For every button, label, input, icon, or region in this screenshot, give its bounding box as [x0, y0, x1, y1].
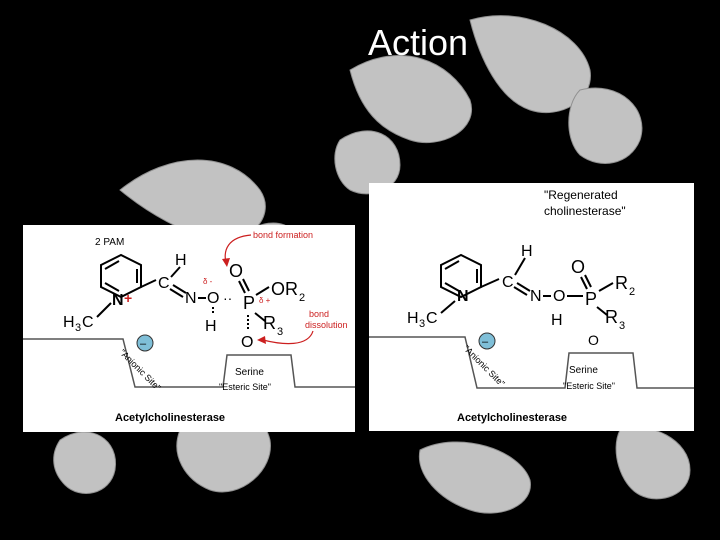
pyridine-ring	[100, 253, 142, 299]
methyl-h: H	[63, 314, 75, 331]
imine-carbon: C	[502, 274, 514, 291]
enzyme-surface	[23, 338, 355, 388]
serine-oxygen: O	[241, 334, 253, 351]
r-group: R	[263, 313, 276, 333]
or-group: OR	[271, 279, 298, 299]
esteric-site-label: "Esteric Site"	[219, 382, 271, 392]
phosphoryl-oxygen: O	[229, 261, 243, 281]
r3-group: R	[605, 307, 618, 327]
phosphorus: P	[243, 293, 255, 313]
imine-carbon: C	[158, 275, 170, 292]
mechanism-panel-right: "Regenerated cholinesterase" N H 3 C C H…	[369, 183, 694, 431]
regenerated-label-1: "Regenerated	[544, 188, 618, 202]
methyl-c: C	[426, 310, 438, 327]
esteric-site-label: "Esteric Site"	[563, 381, 615, 391]
svg-text:–: –	[482, 336, 489, 348]
methyl-subscript: 3	[75, 322, 81, 334]
oxime-oxygen: O	[207, 290, 219, 307]
regenerated-label-2: cholinesterase"	[544, 204, 626, 218]
imine-hydrogen: H	[521, 243, 533, 260]
bond-dissolution-label-1: bond	[309, 309, 329, 319]
anionic-site-label: "Anionic Site"	[118, 347, 163, 392]
oxime-oxygen: O	[553, 288, 565, 305]
phosphoryl-oxygen: O	[571, 257, 585, 277]
enzyme-label: Acetylcholinesterase	[115, 412, 225, 424]
bond-formation-label: bond formation	[253, 230, 313, 240]
r3-subscript: 3	[619, 320, 625, 332]
methyl-subscript: 3	[419, 318, 425, 330]
slide-title: Action	[368, 22, 469, 63]
anionic-site-label: "Anionic Site"	[462, 343, 507, 388]
delta-minus-label: δ -	[203, 277, 213, 286]
oxime-nitrogen: N	[185, 290, 197, 307]
methyl-c: C	[82, 314, 94, 331]
imine-hydrogen: H	[175, 252, 187, 269]
anionic-site-circle	[478, 332, 496, 350]
nitrogen-positive-charge: +	[124, 290, 132, 306]
drug-label: 2 PAM	[95, 237, 124, 248]
mechanism-diagram-right: "Regenerated cholinesterase" N H 3 C C H…	[369, 188, 694, 424]
mechanism-diagram-left: 2 PAM bond formation N + H 3 C C H	[23, 230, 355, 424]
bond-dissolution-arrow	[262, 330, 314, 345]
ring-nitrogen: N	[457, 288, 469, 305]
enzyme-surface	[369, 336, 694, 389]
svg-text:–: –	[140, 338, 147, 350]
or-subscript: 2	[299, 292, 305, 304]
delta-plus-label: δ +	[259, 296, 271, 305]
r2-subscript: 2	[629, 286, 635, 298]
oxime-nitrogen: N	[530, 288, 542, 305]
svg-text:··: ··	[223, 290, 232, 306]
bond-dissolution-label-2: dissolution	[305, 320, 348, 330]
anionic-site-circle	[136, 334, 154, 352]
enzyme-label: Acetylcholinesterase	[457, 412, 567, 424]
serine-label: Serine	[235, 367, 264, 378]
serine-oxygen: O	[588, 332, 599, 348]
hydroxyl-hydrogen: H	[551, 312, 563, 329]
serine-label: Serine	[569, 365, 598, 376]
mechanism-panel-left: 2 PAM bond formation N + H 3 C C H	[23, 225, 355, 432]
r-subscript: 3	[277, 326, 283, 338]
oxime-hydrogen: H	[205, 318, 217, 335]
r2-group: R	[615, 273, 628, 293]
ring-nitrogen: N	[112, 292, 124, 309]
methyl-h: H	[407, 310, 419, 327]
phosphorus: P	[585, 289, 597, 309]
